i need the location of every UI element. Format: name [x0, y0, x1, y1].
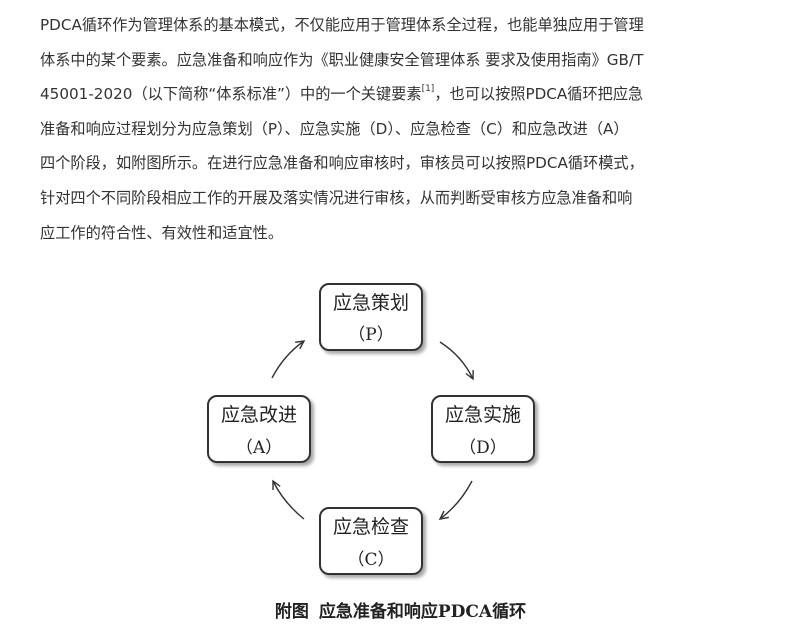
check-title: 应急检查 [333, 516, 409, 538]
plan-box: 应急策划 （P） [319, 283, 423, 351]
act-code: （A） [236, 438, 282, 458]
paragraph-line: 准备和响应过程划分为应急策划（P）、应急实施（D）、应急检查（C）和应急改进（A… [40, 119, 629, 138]
act-box: 应急改进 （A） [207, 395, 311, 463]
arrow-plan-to-do [439, 341, 474, 381]
paragraph-line: PDCA循环作为管理体系的基本模式，不仅能应用于管理体系全过程，也能单独应用于管… [40, 16, 644, 34]
body-paragraph: PDCA循环作为管理体系的基本模式，不仅能应用于管理体系全过程，也能单独应用于管… [40, 8, 760, 250]
caption-label: 附图 [274, 602, 309, 622]
figure-caption: 附图应急准备和响应PDCA循环 [0, 597, 801, 622]
caption-title: 应急准备和响应PDCA循环 [318, 602, 527, 622]
check-box: 应急检查 （C） [319, 507, 423, 575]
arrow-do-to-check [438, 480, 473, 520]
do-title: 应急实施 [445, 404, 521, 426]
plan-title: 应急策划 [333, 292, 409, 314]
arrow-check-to-act [272, 479, 305, 520]
paragraph-line: 体系中的某个要素。应急准备和响应作为《职业健康安全管理体系 要求及使用指南》GB… [40, 50, 644, 69]
paragraph-text: ，也可以按照PDCA循环把应急 [434, 85, 644, 104]
act-title: 应急改进 [221, 404, 297, 426]
paragraph-text: 45001-2020（以下简称“体系标准”）中的一个关键要素 [40, 85, 422, 104]
do-box: 应急实施 （D） [431, 395, 535, 463]
paragraph-line: 45001-2020（以下简称“体系标准”）中的一个关键要素[1]，也可以按照P… [40, 77, 760, 112]
paragraph-line: 四个阶段，如附图所示。在进行应急准备和响应审核时，审核员可以按照PDCA循环模式… [40, 154, 644, 173]
do-code: （D） [459, 438, 507, 458]
paragraph-line: 针对四个不同阶段相应工作的开展及落实情况进行审核，从而判断受审核方应急准备和响 [40, 188, 633, 207]
plan-code: （P） [348, 325, 393, 345]
reference-link[interactable]: [1] [421, 84, 435, 95]
check-code: （C） [347, 550, 394, 570]
arrow-act-to-plan [271, 340, 306, 379]
paragraph-line: 应工作的符合性、有效性和适宜性。 [40, 223, 283, 242]
